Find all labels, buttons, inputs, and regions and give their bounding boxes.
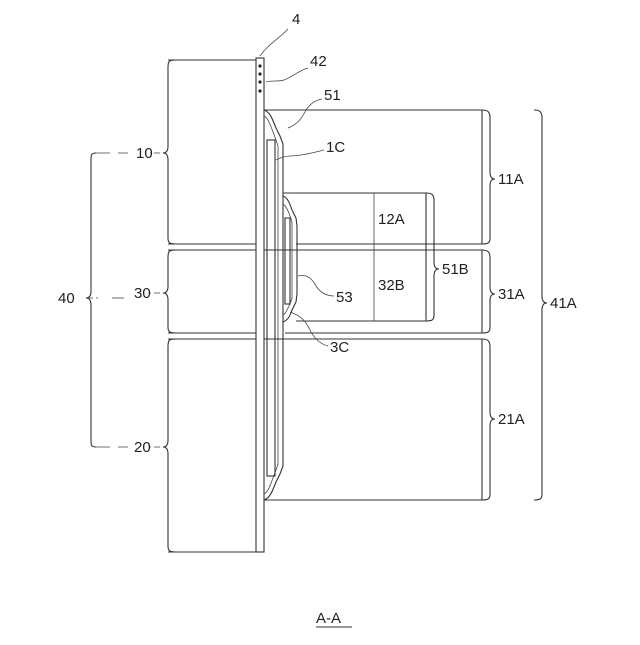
right-braces	[426, 110, 547, 500]
label-41A: 41A	[550, 295, 577, 312]
element-1C	[267, 140, 275, 476]
section-label: A-A	[316, 610, 341, 627]
label-12A: 12A	[378, 211, 405, 228]
label-21A: 21A	[498, 411, 525, 428]
label-40: 40	[58, 290, 75, 307]
left-braces	[86, 60, 176, 552]
label-31A: 31A	[498, 286, 525, 303]
label-11A: 11A	[498, 171, 524, 188]
element-3C	[285, 218, 290, 304]
label-30: 30	[134, 285, 151, 302]
label-4: 4	[292, 11, 300, 28]
label-10: 10	[136, 145, 153, 162]
label-20: 20	[134, 439, 151, 456]
label-51B: 51B	[442, 261, 469, 278]
label-51: 51	[324, 87, 341, 104]
label-32B: 32B	[378, 277, 405, 294]
right-block	[264, 110, 482, 500]
label-3C: 3C	[330, 339, 349, 356]
label-42: 42	[310, 53, 327, 70]
label-1C: 1C	[326, 139, 345, 156]
label-53: 53	[336, 289, 353, 306]
left-block	[168, 60, 256, 552]
plate-4	[256, 58, 264, 552]
dot-markers-42	[258, 64, 261, 92]
